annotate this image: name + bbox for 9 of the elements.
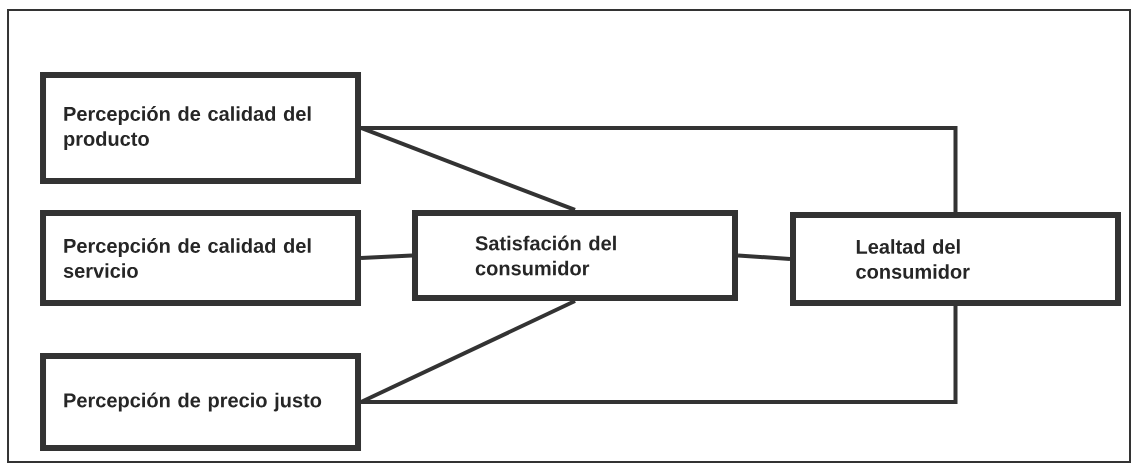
text-box: Satisfación del consumidor (412, 210, 738, 301)
connector-line (361, 126, 958, 212)
connector-line (737, 253, 791, 261)
text-box: Percepción de calidad del servicio (40, 210, 361, 306)
text-box: Percepción de precio justo (40, 353, 361, 451)
text-box: Percepción de calidad del producto (40, 72, 361, 184)
connector-line (361, 306, 958, 404)
text-box: Lealtad del consumidor (790, 212, 1121, 306)
connector-line (360, 253, 413, 260)
